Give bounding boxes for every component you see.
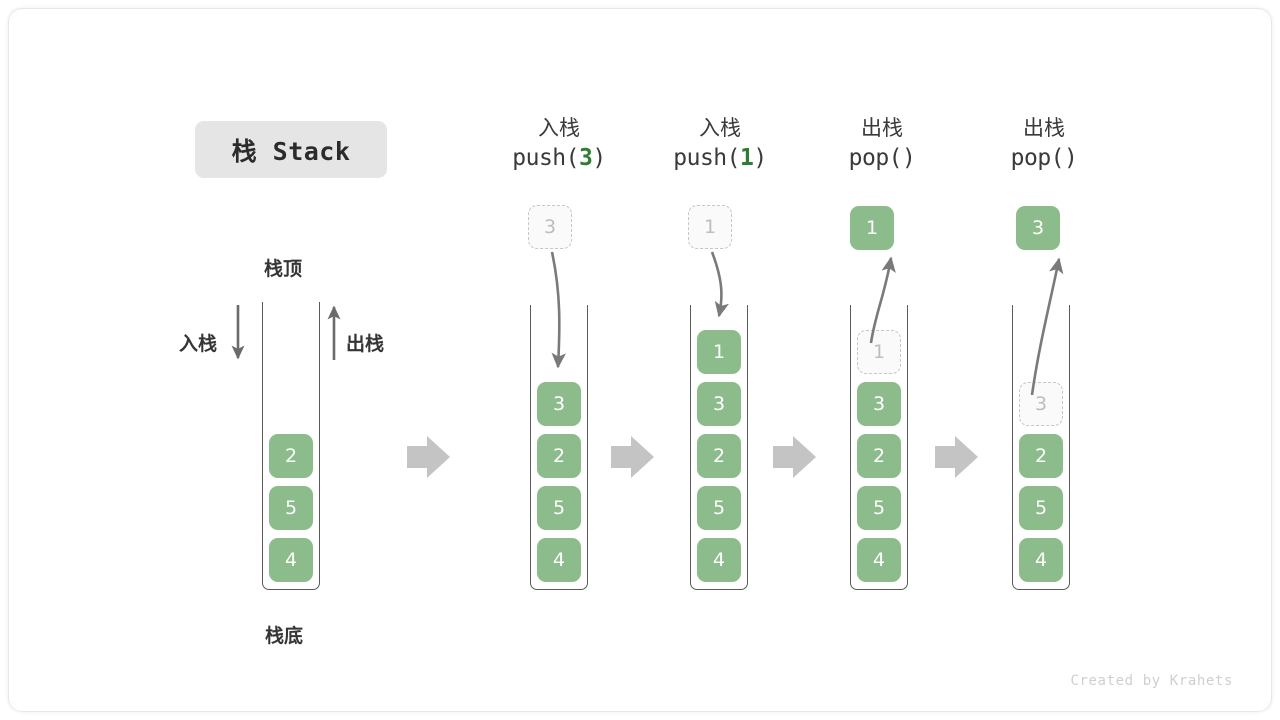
code-suffix: ) bbox=[1064, 145, 1078, 171]
code-arg: 3 bbox=[579, 145, 593, 171]
stack-item: 4 bbox=[697, 538, 741, 582]
code-prefix: push( bbox=[673, 145, 741, 171]
column-header-code: push(1) bbox=[630, 141, 810, 175]
stack-item: 2 bbox=[537, 434, 581, 478]
floating-value-box: 3 bbox=[528, 205, 572, 249]
stack-item: 5 bbox=[537, 486, 581, 530]
stack-item-ghost: 1 bbox=[857, 330, 901, 374]
stack-item: 2 bbox=[1019, 434, 1063, 478]
diagram-canvas: 栈 Stack 栈顶 入栈 出栈 2 5 4 栈底 入栈 push(3) 3 3… bbox=[8, 8, 1272, 712]
column-header-push-1: 入栈 push(1) bbox=[630, 115, 810, 175]
column-header-pop-3: 出栈 pop() bbox=[954, 115, 1134, 175]
stack-top-label: 栈顶 bbox=[264, 258, 303, 280]
stack-item: 3 bbox=[537, 382, 581, 426]
credit-text: Created by Krahets bbox=[1070, 673, 1233, 689]
stack-item: 2 bbox=[697, 434, 741, 478]
popped-value-box: 3 bbox=[1016, 206, 1060, 250]
column-header-code: pop() bbox=[792, 141, 972, 175]
stack-item-ghost: 3 bbox=[1019, 382, 1063, 426]
pop-direction-label: 出栈 bbox=[346, 333, 385, 355]
stack-item: 5 bbox=[1019, 486, 1063, 530]
step-arrow-2 bbox=[611, 436, 654, 478]
code-suffix: ) bbox=[592, 145, 606, 171]
column-header-cn: 入栈 bbox=[699, 116, 741, 140]
stack-item: 4 bbox=[1019, 538, 1063, 582]
stack-item: 4 bbox=[537, 538, 581, 582]
stack-item: 4 bbox=[857, 538, 901, 582]
code-prefix: pop( bbox=[848, 145, 903, 171]
column-header-push-3: 入栈 push(3) bbox=[469, 115, 649, 175]
stack-item: 5 bbox=[269, 486, 313, 530]
column-header-pop-1: 出栈 pop() bbox=[792, 115, 972, 175]
push-direction-label: 入栈 bbox=[179, 333, 218, 355]
code-arg: 1 bbox=[740, 145, 754, 171]
stack-item: 2 bbox=[269, 434, 313, 478]
column-header-code: push(3) bbox=[469, 141, 649, 175]
column-header-cn: 出栈 bbox=[1023, 116, 1065, 140]
popped-value-box: 1 bbox=[850, 206, 894, 250]
stack-item: 4 bbox=[269, 538, 313, 582]
stack-item: 1 bbox=[697, 330, 741, 374]
code-suffix: ) bbox=[902, 145, 916, 171]
code-prefix: pop( bbox=[1010, 145, 1065, 171]
column-header-cn: 入栈 bbox=[538, 116, 580, 140]
title-badge: 栈 Stack bbox=[195, 121, 387, 178]
code-prefix: push( bbox=[512, 145, 580, 171]
stack-item: 2 bbox=[857, 434, 901, 478]
stack-item: 3 bbox=[857, 382, 901, 426]
stack-item: 5 bbox=[857, 486, 901, 530]
stack-item: 5 bbox=[697, 486, 741, 530]
column-header-code: pop() bbox=[954, 141, 1134, 175]
code-suffix: ) bbox=[753, 145, 767, 171]
step-arrow-3 bbox=[773, 436, 816, 478]
step-arrow-4 bbox=[935, 436, 978, 478]
stack-item: 3 bbox=[697, 382, 741, 426]
column-header-cn: 出栈 bbox=[861, 116, 903, 140]
step-arrow-1 bbox=[407, 436, 450, 478]
stack-bottom-label: 栈底 bbox=[265, 625, 304, 647]
floating-value-box: 1 bbox=[688, 205, 732, 249]
